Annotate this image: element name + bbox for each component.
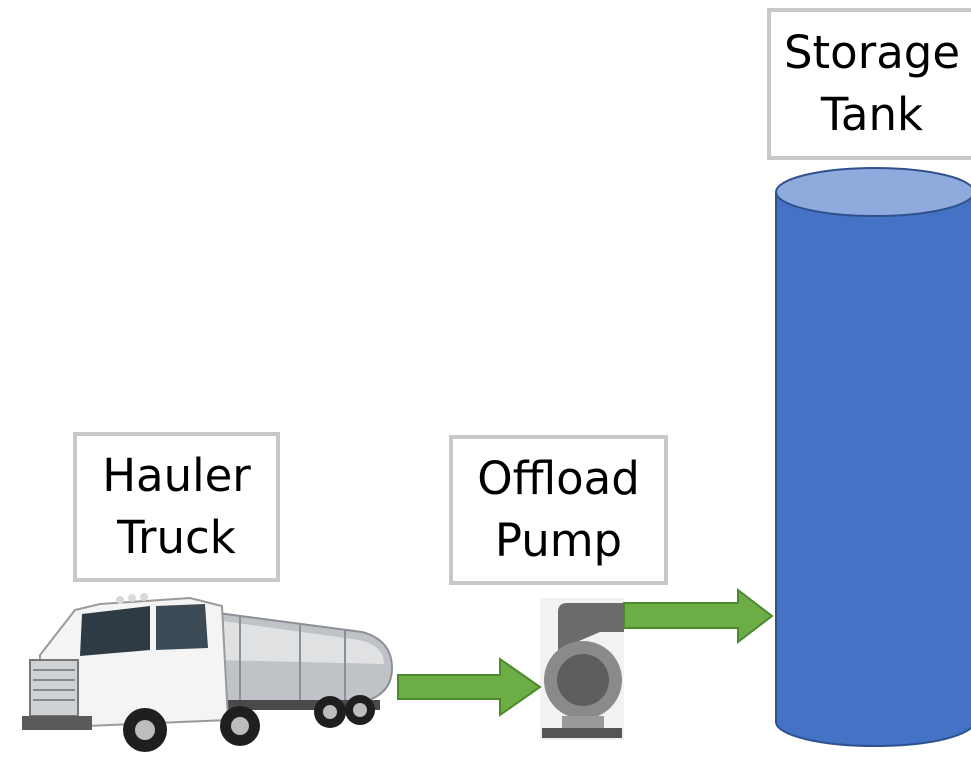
flow-arrow-truck-to-pump bbox=[397, 657, 542, 717]
pump-icon bbox=[540, 598, 624, 740]
flow-arrow-pump-to-tank bbox=[623, 587, 774, 645]
tanker-truck-image bbox=[22, 593, 394, 752]
tank-body bbox=[775, 191, 971, 747]
hauler-truck-label-line1: Hauler bbox=[102, 449, 251, 502]
storage-tank-label-line1: Storage bbox=[783, 26, 961, 79]
offload-pump-label-line1: Offload bbox=[477, 452, 640, 505]
storage-tank-label-line2: Tank bbox=[820, 88, 924, 141]
tank-top bbox=[775, 167, 971, 217]
offload-pump-label: Offload Pump bbox=[449, 435, 668, 585]
offload-pump-label-line2: Pump bbox=[494, 514, 623, 567]
storage-tank bbox=[775, 167, 971, 747]
hauler-truck-label-line2: Truck bbox=[117, 511, 236, 564]
storage-tank-label: Storage Tank bbox=[767, 8, 971, 160]
hauler-truck-label: Hauler Truck bbox=[73, 432, 280, 582]
